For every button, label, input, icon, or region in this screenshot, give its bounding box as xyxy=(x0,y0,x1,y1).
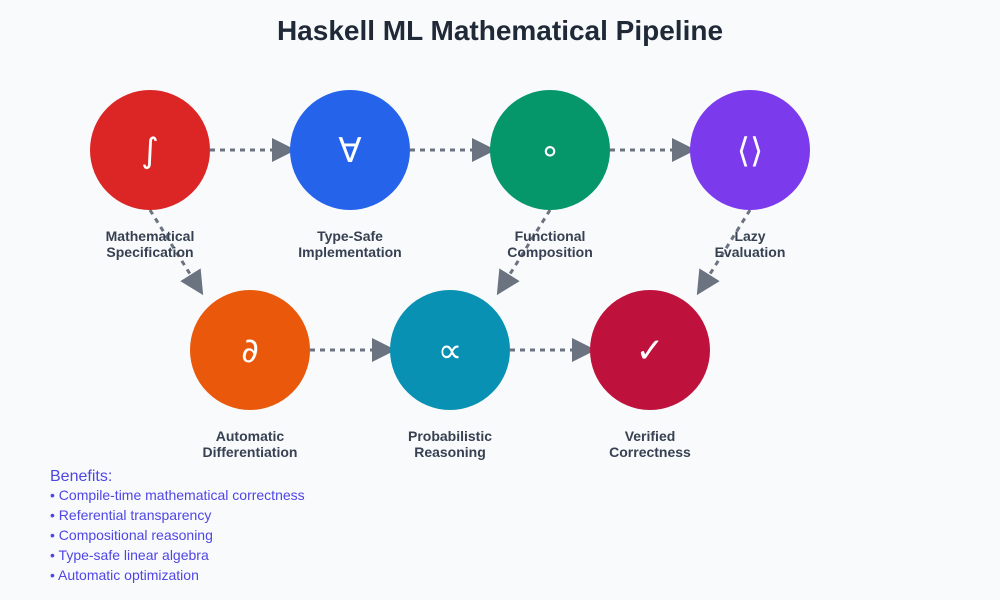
node-label: Implementation xyxy=(298,244,401,260)
node-label: Verified xyxy=(625,428,676,444)
node-label: Composition xyxy=(507,244,593,260)
node-label: Correctness xyxy=(609,444,691,460)
page-title: Haskell ML Mathematical Pipeline xyxy=(277,15,723,46)
node-circle xyxy=(490,90,610,210)
node-label: Specification xyxy=(106,244,193,260)
benefit-item: • Compositional reasoning xyxy=(50,527,213,543)
node-circle xyxy=(590,290,710,410)
node-label: Automatic xyxy=(216,428,285,444)
node-circle xyxy=(690,90,810,210)
benefit-item: • Compile-time mathematical correctness xyxy=(50,487,305,503)
node-label: Type-Safe xyxy=(317,228,383,244)
node-label: Functional xyxy=(515,228,586,244)
compose-icon: ∘ xyxy=(539,131,560,171)
edges xyxy=(148,138,752,362)
node-label: Reasoning xyxy=(414,444,486,460)
node-label: Evaluation xyxy=(715,244,786,260)
benefit-item: • Type-safe linear algebra xyxy=(50,547,209,563)
checkmark-icon: ✓ xyxy=(636,331,665,371)
forall-icon: ∀ xyxy=(338,131,361,171)
benefits-heading: Benefits: xyxy=(50,468,112,485)
node-circle xyxy=(290,90,410,210)
benefit-item: • Automatic optimization xyxy=(50,567,199,583)
angle-brackets-icon: ⟨⟩ xyxy=(737,131,764,171)
node-circle xyxy=(190,290,310,410)
benefits-panel: Benefits: • Compile-time mathematical co… xyxy=(50,468,305,583)
node-label: Mathematical xyxy=(106,228,195,244)
node-circle xyxy=(90,90,210,210)
benefit-item: • Referential transparency xyxy=(50,507,211,523)
node-label: Differentiation xyxy=(203,444,298,460)
integral-icon: ∫ xyxy=(141,131,159,171)
partial-derivative-icon: ∂ xyxy=(241,331,259,371)
node-label: Lazy xyxy=(734,228,765,244)
node-label: Probabilistic xyxy=(408,428,492,444)
node-circle xyxy=(390,290,510,410)
proportional-icon: ∝ xyxy=(438,331,462,371)
